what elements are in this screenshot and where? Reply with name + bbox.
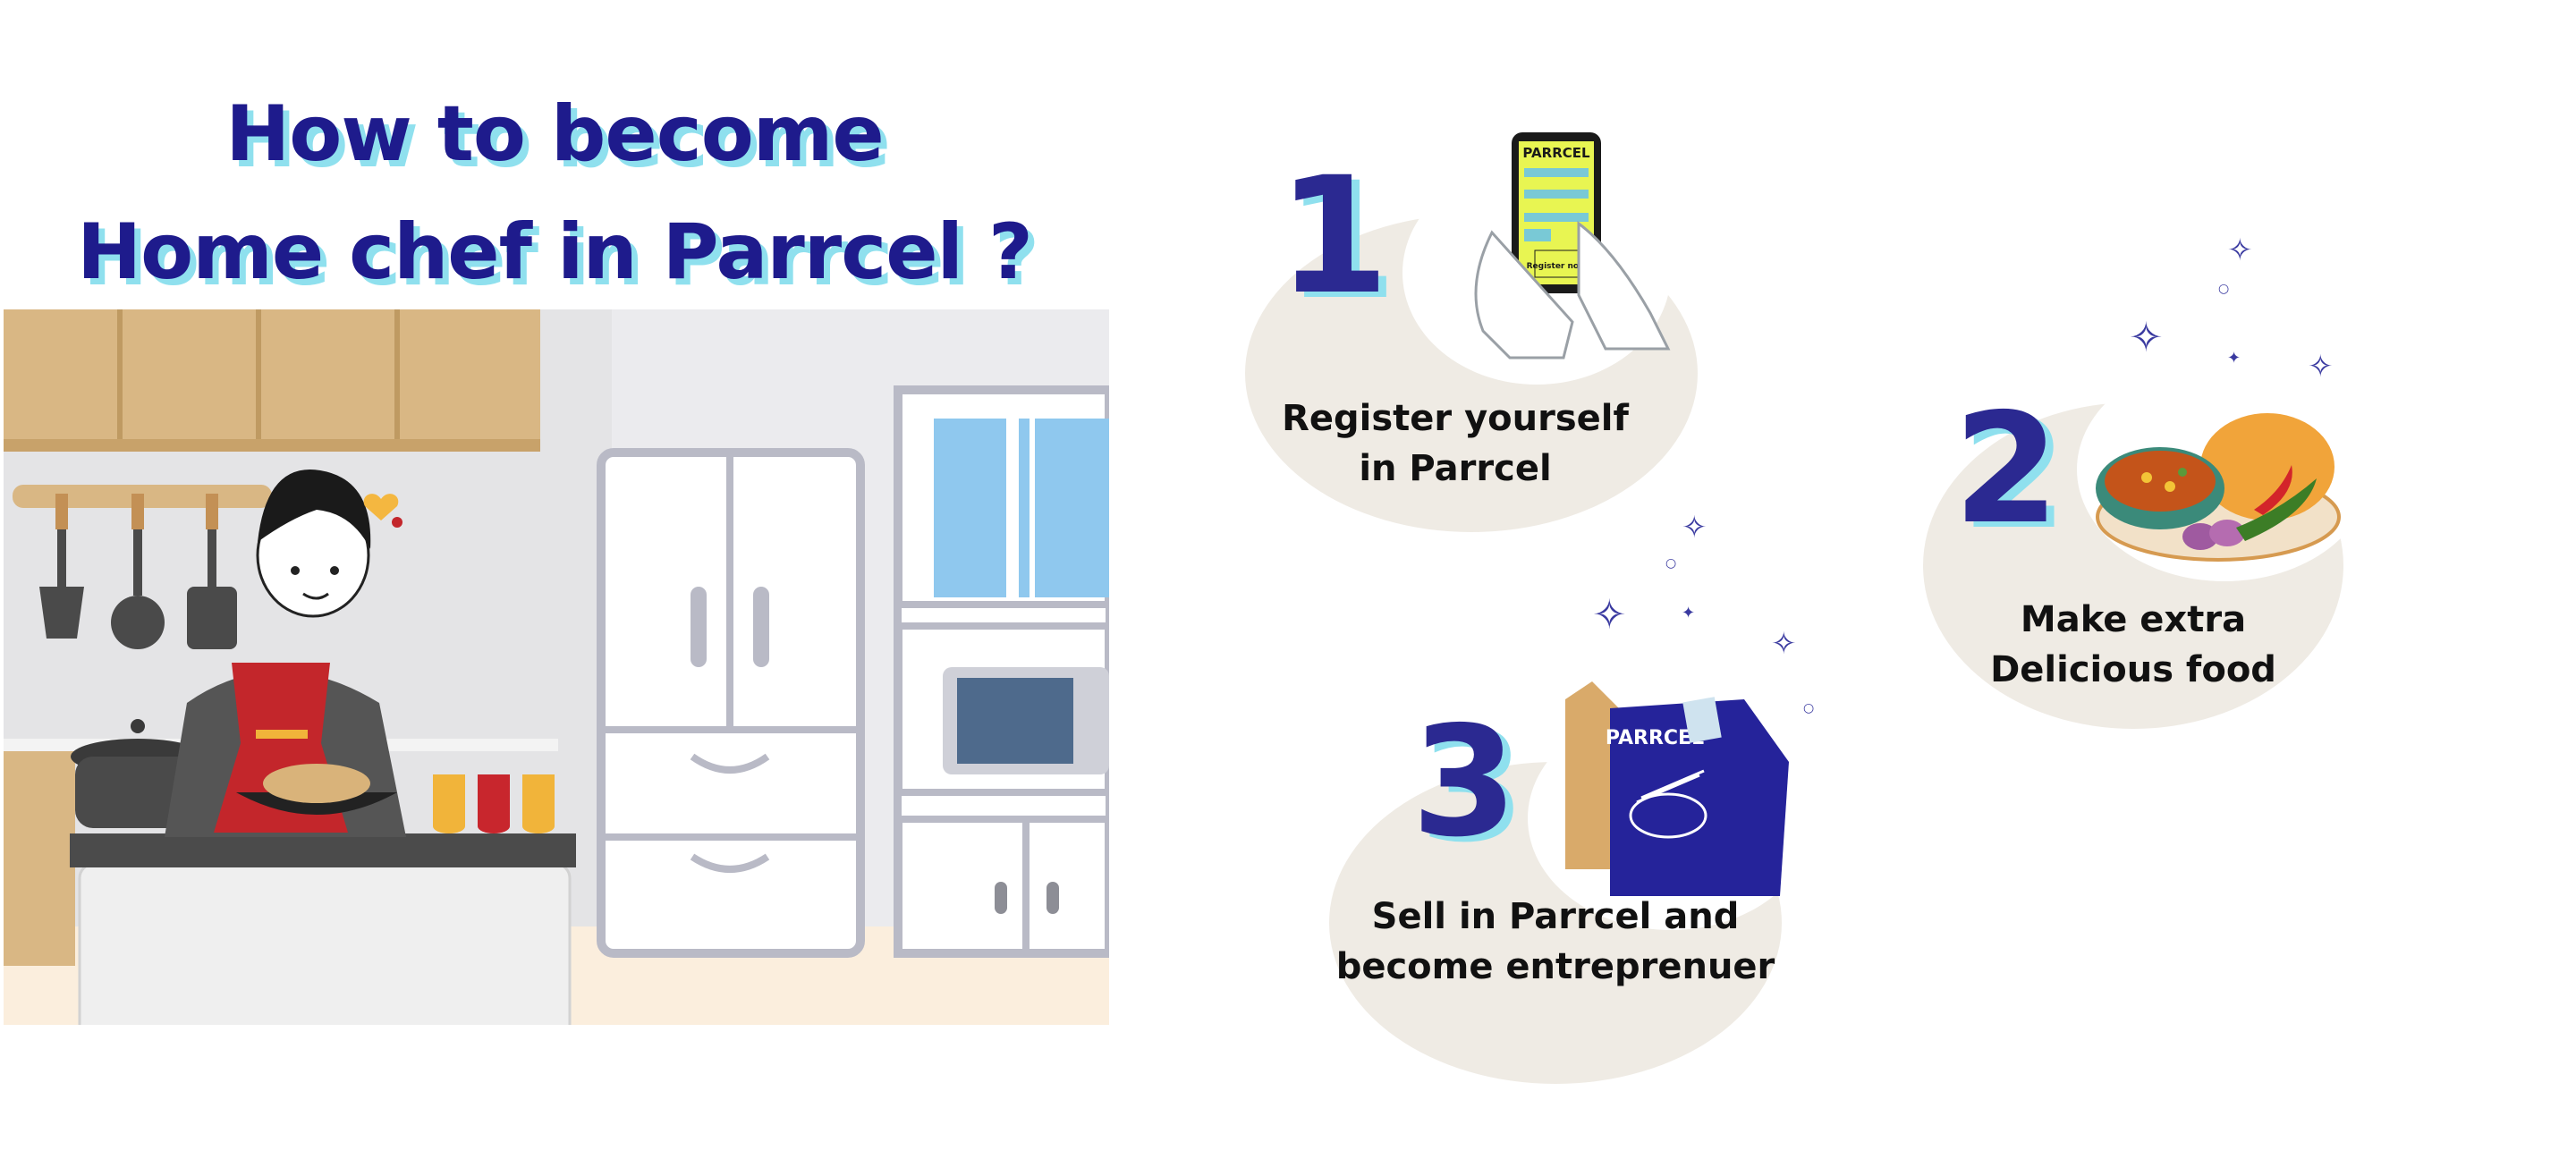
food-plate-icon (2096, 413, 2341, 562)
heart-icon (363, 494, 399, 520)
step-2-caption-line-1: Make extra (2020, 599, 2247, 640)
step-3-caption: Sell in Parrcel and become entreprenuer (1329, 892, 1782, 992)
step-1-caption-line-1: Register yourself (1282, 398, 1629, 439)
step-1-caption: Register yourself in Parrcel (1245, 393, 1665, 494)
step-2-caption-line-2: Delicious food (1990, 649, 2276, 690)
page-title-line-1: How to become (225, 89, 884, 179)
step-1-number: 1 (1277, 143, 1390, 330)
step-1-caption-line-2: in Parrcel (1359, 448, 1552, 489)
phone-in-hand-icon: PARRCEL Register now (1474, 132, 1671, 360)
sparkle-icons-step-2: ✧ ✧ ✧ ✦ ○ (2129, 233, 2334, 385)
step-3-caption-line-2: become entreprenuer (1335, 946, 1775, 987)
page-title-line-2: Home chef in Parrcel ? (77, 207, 1033, 297)
step-2-caption: Make extra Delicious food (1923, 595, 2343, 695)
chef-kitchen-illustration (4, 309, 1109, 1025)
phone-brand-text: PARRCEL (1522, 145, 1590, 161)
bag-brand-text: PARRCEL (1606, 727, 1704, 749)
step-3-number: 3 (1411, 694, 1518, 871)
step-2-number: 2 (1953, 381, 2060, 558)
step-3-caption-line-1: Sell in Parrcel and (1371, 896, 1740, 937)
sparkle-icons-step-3: ✧ ✧ ✧ ✦ ○ ○ (1592, 510, 1815, 715)
phone-register-button: Register now (1527, 262, 1587, 271)
delivery-bag-icon: PARRCEL (1565, 681, 1789, 896)
